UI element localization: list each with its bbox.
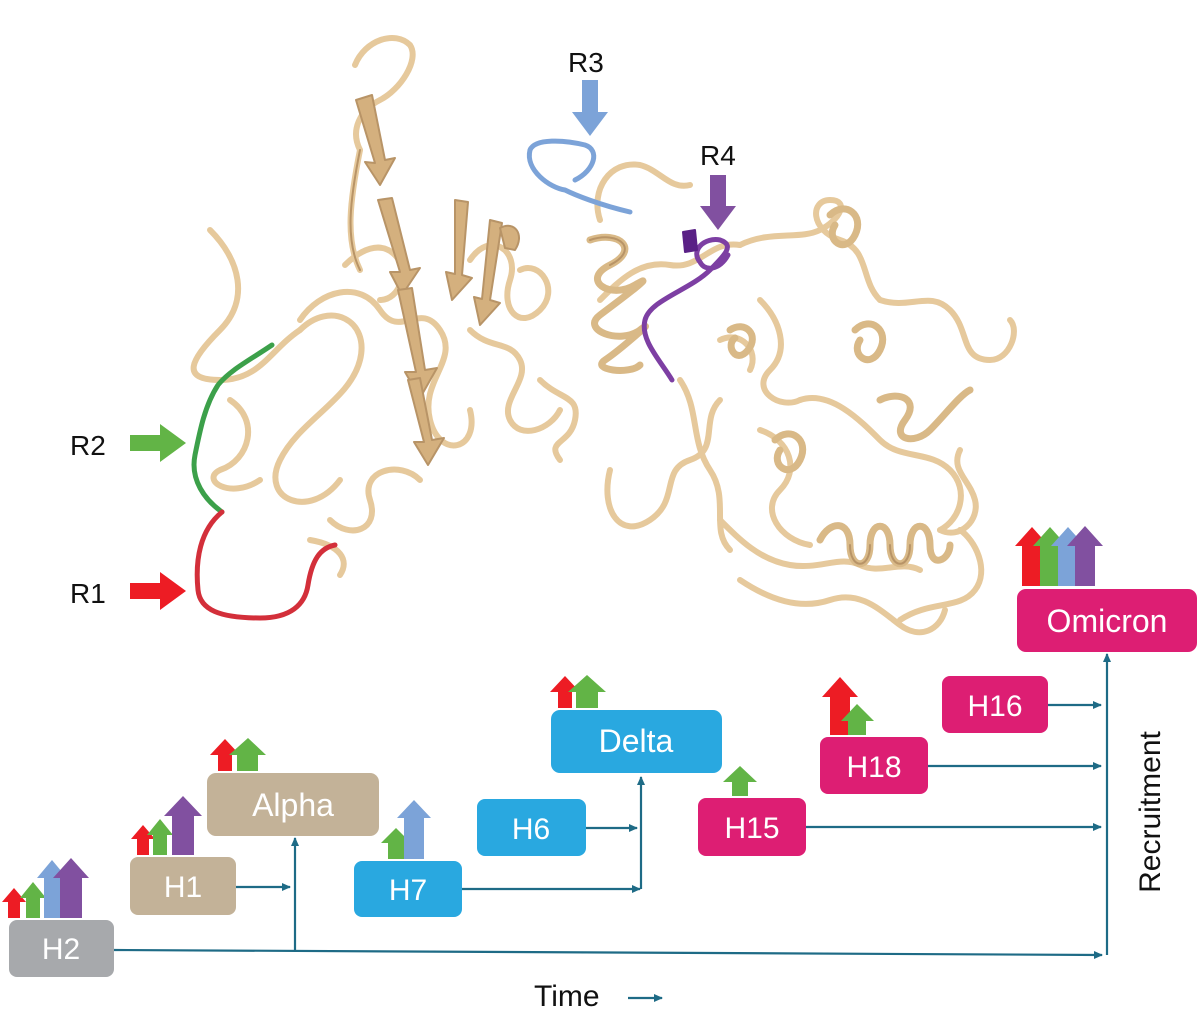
svg-text:H1: H1 [164,871,202,904]
node-delta: Delta [551,710,722,773]
region-label-r3: R3 [568,47,608,136]
h2-to-recruitment-line [113,948,1103,959]
svg-text:H18: H18 [846,751,901,784]
node-h1: H1 [130,857,236,915]
h18-region-arrows-icon [822,677,874,735]
time-axis-label: Time [534,980,600,1013]
node-h18: H18 [820,737,928,794]
region-label-r2: R2 [70,424,186,462]
timeline-connectors [113,653,1111,1002]
region-label-r4: R4 [700,140,736,230]
alpha-region-arrows-icon [210,738,266,771]
region-r4-segment [641,237,731,383]
region-r1-segment [194,509,338,621]
svg-text:R4: R4 [700,140,736,171]
r3-arrow-icon [572,80,608,136]
node-h15: H15 [698,798,806,856]
region-r2-segment [191,342,275,515]
svg-text:H6: H6 [512,813,550,846]
omicron-region-arrows-icon [1015,526,1103,586]
region-label-r1: R1 [70,572,186,610]
r1-arrow-icon [130,572,186,610]
protein-structure [190,34,1017,636]
recruitment-axis-label: Recruitment [1134,730,1167,892]
region-r3-segment [526,138,633,215]
h7-region-arrows-icon [381,800,431,859]
h1-region-arrows-icon [131,796,202,855]
node-h16: H16 [942,676,1048,733]
node-h7: H7 [354,861,462,917]
svg-text:R1: R1 [70,578,106,609]
r2-arrow-icon [130,424,186,462]
svg-text:H16: H16 [967,690,1022,723]
svg-text:R3: R3 [568,47,604,78]
h15-region-arrows-icon [723,766,757,796]
svg-text:Delta: Delta [599,723,674,759]
node-h2: H2 [9,920,114,977]
node-alpha: Alpha [207,773,379,836]
node-h6: H6 [477,799,586,856]
h2-region-arrows-icon [2,858,89,918]
svg-text:R2: R2 [70,430,106,461]
node-omicron: Omicron [1017,589,1197,652]
delta-region-arrows-icon [550,675,606,708]
svg-text:Alpha: Alpha [252,787,334,823]
r4-arrow-icon [700,175,736,230]
svg-text:H7: H7 [389,874,427,907]
svg-text:H2: H2 [42,933,80,966]
svg-text:Omicron: Omicron [1047,603,1168,639]
svg-text:H15: H15 [724,812,779,845]
